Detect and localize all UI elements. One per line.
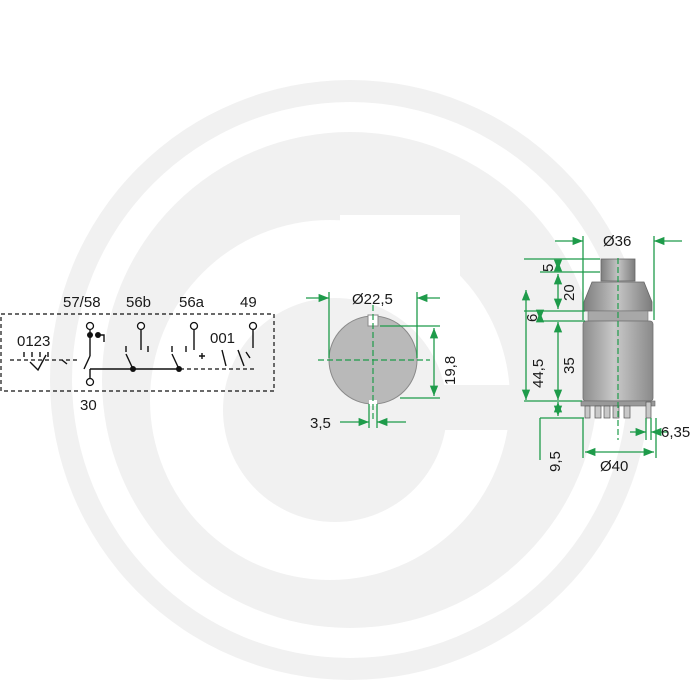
connector-pins xyxy=(584,401,652,419)
terminal-49-icon xyxy=(248,321,258,331)
pattern-label-001: 001 xyxy=(210,330,235,347)
terminal-label-56b: 56b xyxy=(126,294,151,311)
schematic-frame xyxy=(0,313,275,392)
wiring-schematic: 0123 57/58 56b 56a 49 30 001 xyxy=(0,294,275,414)
terminal-5758-icon xyxy=(85,321,95,331)
positions-label: 0123 xyxy=(17,333,50,350)
terminal-56b-icon xyxy=(136,321,146,331)
terminal-56a-icon xyxy=(189,321,199,331)
dim-35: 35 xyxy=(561,357,578,374)
terminal-label-5758: 57/58 xyxy=(63,294,101,311)
terminal-label-30: 30 xyxy=(80,397,97,414)
dim-5: 5 xyxy=(540,264,557,272)
dim-height-19-8: 19,8 xyxy=(442,356,459,385)
terminal-30-icon xyxy=(85,377,95,387)
front-view: Ø22,5 19,8 3,5 xyxy=(306,291,459,432)
terminal-label-49: 49 xyxy=(240,294,257,311)
dim-9-5: 9,5 xyxy=(547,451,564,472)
dim-6: 6 xyxy=(524,314,541,322)
dim-diameter-40: Ø40 xyxy=(600,458,628,475)
dim-44-5: 44,5 xyxy=(530,359,547,388)
side-view: Ø36 5 20 6 44,5 35 9,5 Ø40 xyxy=(521,233,690,475)
dim-slot-3-5: 3,5 xyxy=(310,415,331,432)
dim-diameter-22-5: Ø22,5 xyxy=(352,291,393,308)
position-ticks xyxy=(23,352,68,372)
dim-20: 20 xyxy=(561,284,578,301)
dim-diameter-36: Ø36 xyxy=(603,233,631,250)
knob-bottom-slot xyxy=(369,400,377,406)
dim-6-35: 6,35 xyxy=(661,424,690,441)
terminal-label-56a: 56a xyxy=(179,294,205,311)
